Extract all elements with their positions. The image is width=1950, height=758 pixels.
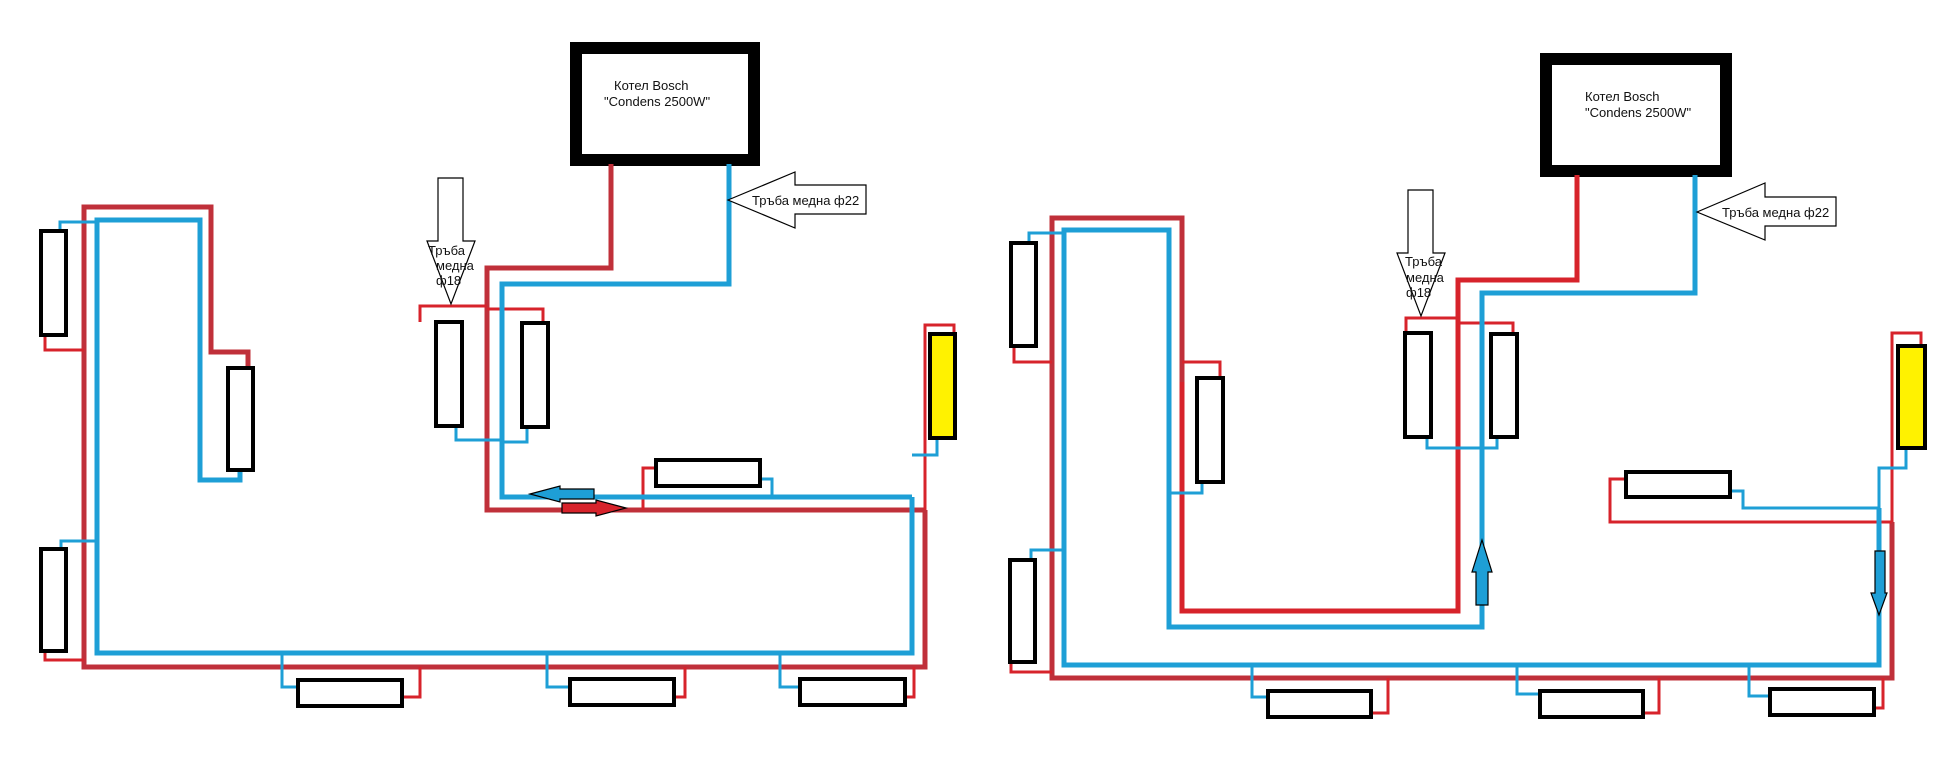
flow-arrow-right-icon <box>561 499 629 517</box>
radiator <box>434 320 464 428</box>
boiler: Котел Bosch "Condens 2500W" <box>1540 53 1732 177</box>
pipe-label-f18-line2: медна <box>1406 270 1445 285</box>
radiator <box>1195 376 1225 484</box>
pipe-label-f22: Тръба медна ф22 <box>752 193 859 208</box>
supply-pipe-main <box>43 164 956 699</box>
pipe-callout-f22: Тръба медна ф22 <box>1695 182 1837 241</box>
callout-arrow-left-icon <box>726 171 867 229</box>
pipe-label-f18-line2: медна <box>436 258 475 273</box>
boiler: Котел Bosch "Condens 2500W" <box>570 42 760 166</box>
callout-arrow-down-icon <box>1396 189 1446 318</box>
pipe-label-f18-line1: Тръба <box>1405 254 1443 269</box>
boiler-label-line1: Котел Bosch <box>614 78 688 93</box>
diagram-current-layout: Котел Bosch "Condens 2500W" <box>39 42 957 708</box>
radiator <box>226 366 255 472</box>
radiator <box>520 321 550 429</box>
boiler-label-line2: "Condens 2500W" <box>604 94 710 109</box>
return-pipe-main <box>1027 175 1908 699</box>
pipe-callout-f22: Тръба медна ф22 <box>726 171 867 229</box>
radiator <box>1008 558 1037 664</box>
flow-arrow-left-icon <box>527 485 595 503</box>
boiler-label-line1: Котел Bosch <box>1585 89 1659 104</box>
radiator <box>1538 689 1645 719</box>
pipe-label-f18-line3: ф18 <box>436 273 461 288</box>
callout-arrow-down-icon <box>426 177 476 306</box>
flow-arrow-up-icon <box>1471 537 1493 606</box>
pipe-label-f18-line3: ф18 <box>1406 285 1431 300</box>
flow-arrow-down-icon <box>1870 550 1888 617</box>
radiator <box>1009 241 1038 348</box>
radiator <box>296 678 404 708</box>
radiator <box>1266 689 1373 719</box>
radiator <box>798 677 907 707</box>
radiator <box>1403 331 1433 439</box>
boiler-label-line2: "Condens 2500W" <box>1585 105 1691 120</box>
radiator <box>39 229 68 337</box>
radiator <box>1489 332 1519 439</box>
return-pipe-main <box>58 164 939 689</box>
supply-pipe-main <box>1009 175 1923 715</box>
pipe-callout-f18: Тръба медна ф18 <box>1396 189 1446 318</box>
diagram-proposed-layout: Котел Bosch "Condens 2500W" <box>1008 53 1927 719</box>
radiator <box>654 458 762 488</box>
pipe-label-f18-line1: Тръба <box>428 243 466 258</box>
radiator-highlighted <box>1896 344 1927 450</box>
radiator-highlighted <box>928 332 957 440</box>
radiator <box>568 677 676 707</box>
callout-arrow-left-icon <box>1695 182 1837 241</box>
pipe-label-f22: Тръба медна ф22 <box>1722 205 1829 220</box>
radiator <box>1768 687 1876 717</box>
radiator <box>1624 470 1732 499</box>
pipe-callout-f18: Тръба медна ф18 <box>426 177 476 306</box>
radiator <box>39 547 68 653</box>
